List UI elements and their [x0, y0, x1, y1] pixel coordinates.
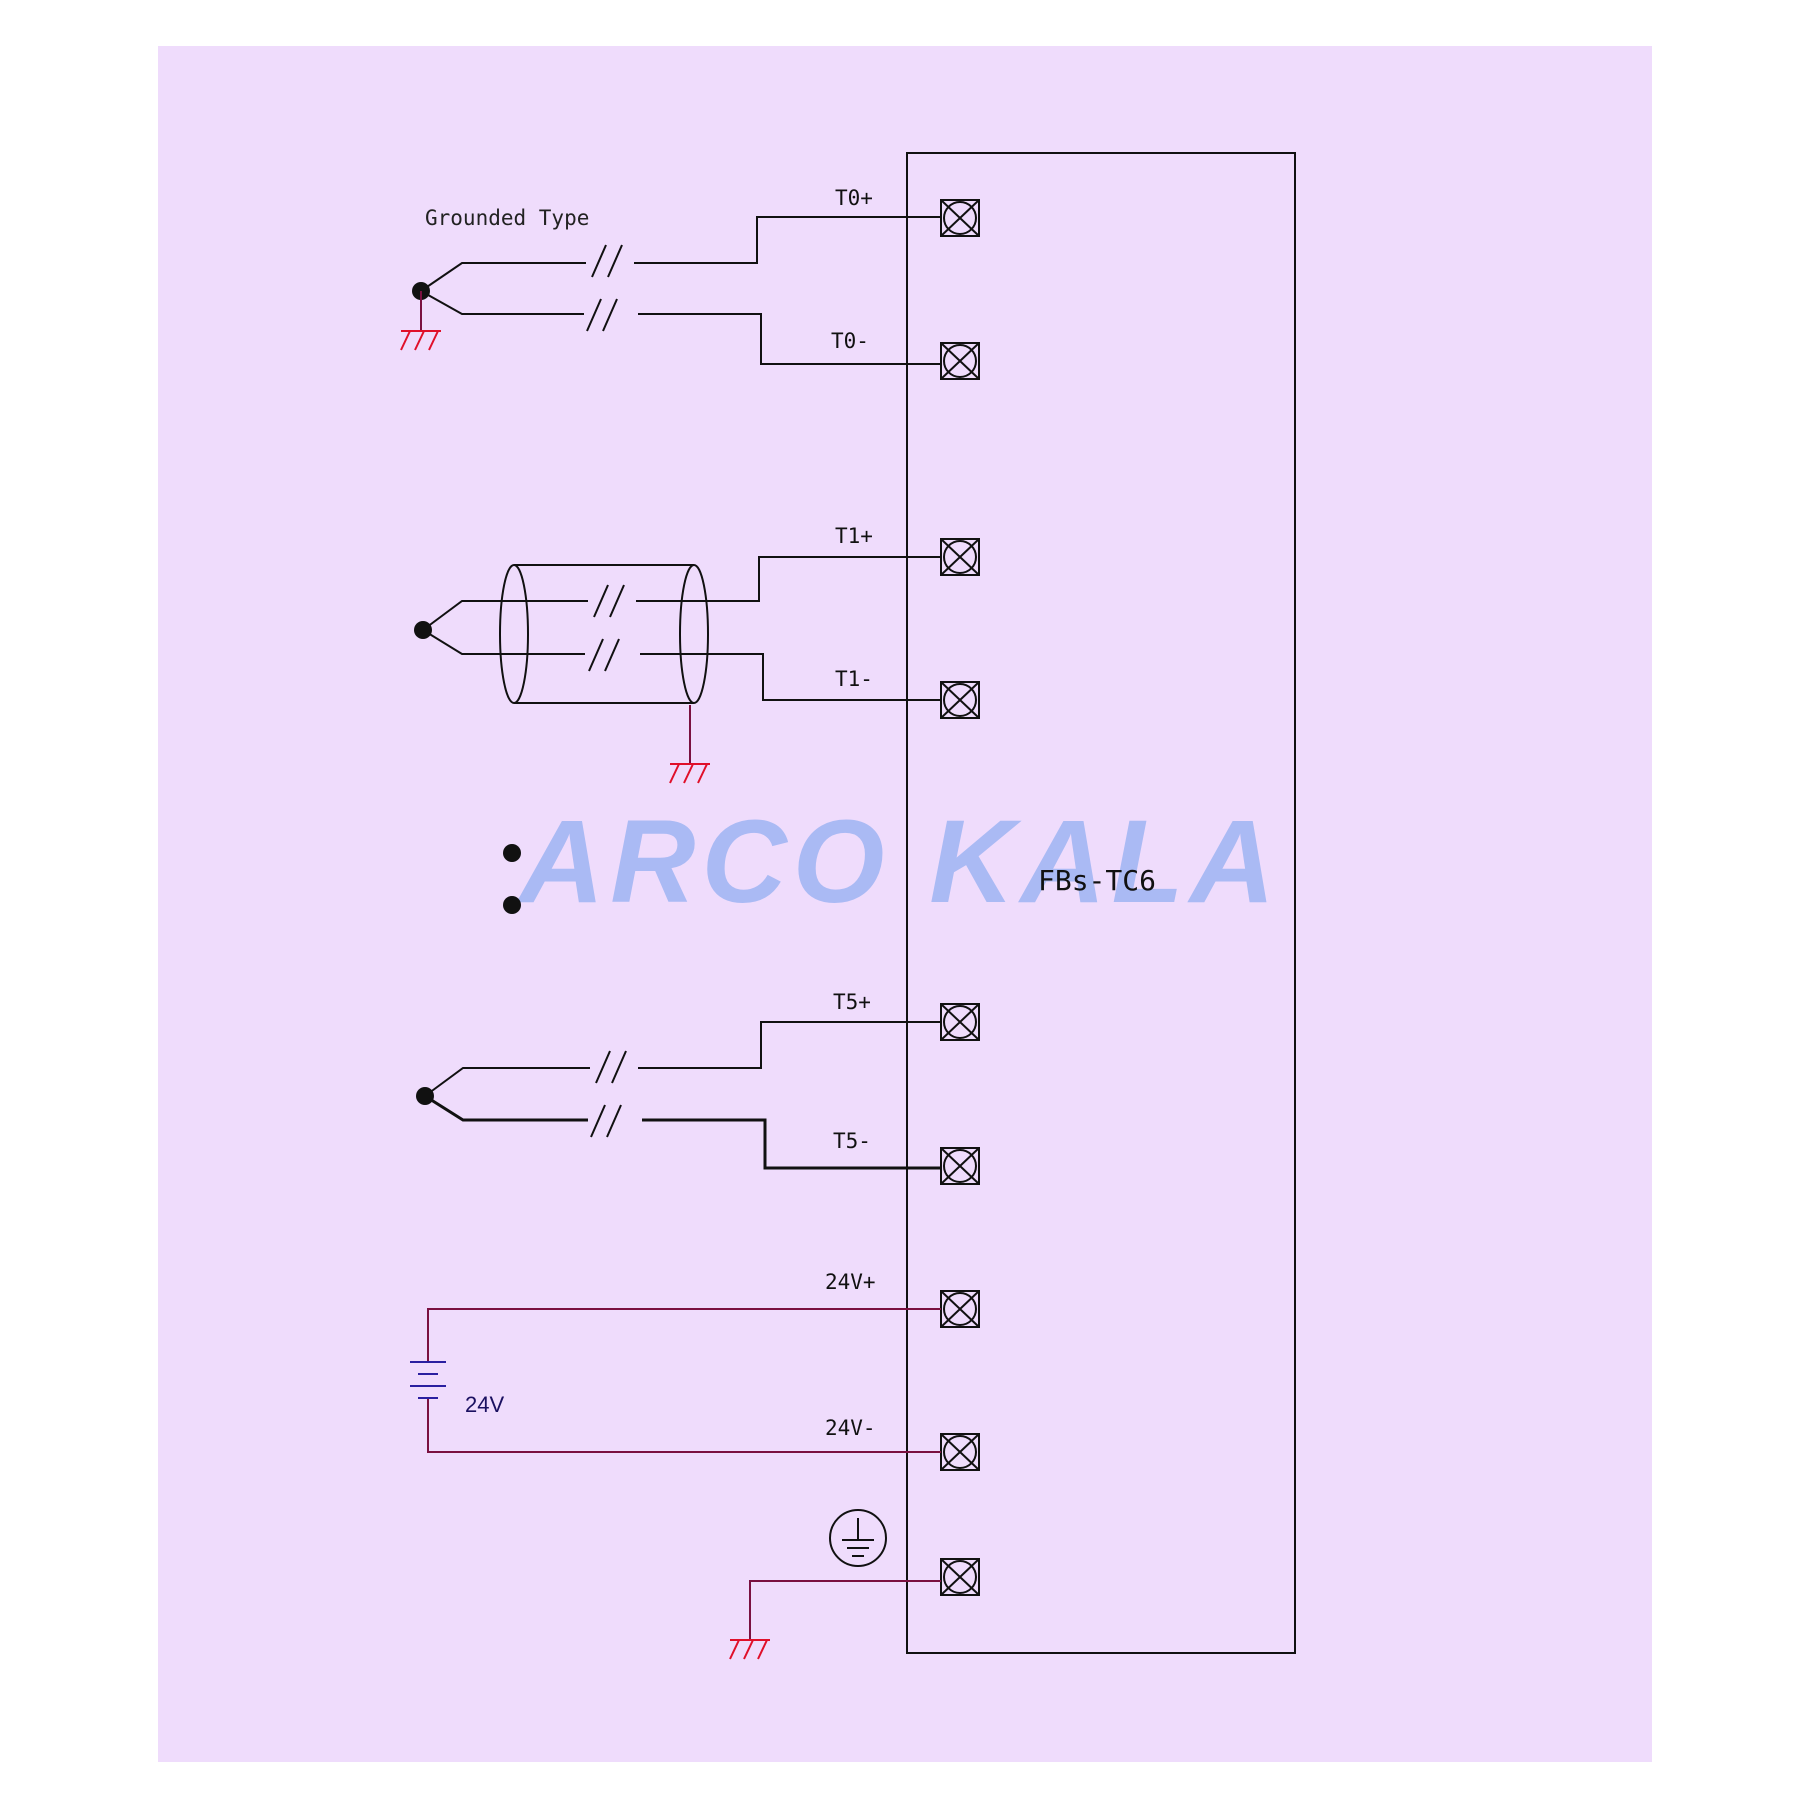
continuation-dot — [503, 844, 521, 862]
terminal-x-box-icon — [940, 342, 980, 380]
sensor-type-label: Grounded Type — [425, 206, 589, 230]
chassis-ground-icon — [400, 330, 441, 351]
wire-24v-minus — [427, 1398, 941, 1453]
wire-t0-plus — [420, 216, 941, 292]
module-outline — [906, 152, 1296, 1654]
battery-icon — [410, 1361, 446, 1399]
cable-break-icon — [588, 638, 620, 672]
channel-t0-wiring — [420, 216, 941, 365]
wire-t1-plus — [422, 556, 941, 631]
power-supply-wiring — [427, 1308, 941, 1453]
terminal-label-t0-plus: T0+ — [835, 186, 873, 210]
terminal-label-24v-plus: 24V+ — [825, 1270, 876, 1294]
terminal-x-box-icon — [940, 1147, 980, 1185]
wire-t5-minus — [424, 1094, 941, 1170]
continuation-dot — [503, 896, 521, 914]
earth-wire — [749, 1580, 941, 1640]
watermark: ARCO KALA — [516, 796, 1281, 928]
terminal-label-t0-minus: T0- — [831, 329, 869, 353]
terminal-label-24v-minus: 24V- — [825, 1416, 876, 1440]
protective-earth-icon — [829, 1509, 887, 1567]
terminal-label-t5-minus: T5- — [833, 1129, 871, 1153]
shielded-cable — [499, 564, 709, 704]
thermocouple-junction-icon — [416, 1087, 434, 1105]
channel-t5-wiring — [424, 1021, 941, 1170]
fbs-tc6-module: FBs-TC6 — [906, 152, 1296, 1654]
terminal-x-box-icon — [940, 1290, 980, 1328]
wire-t0-minus — [420, 290, 941, 365]
terminal-x-box-icon — [940, 1558, 980, 1596]
chassis-ground-icon — [729, 1639, 770, 1660]
terminal-label-t1-plus: T1+ — [835, 524, 873, 548]
terminal-label-t5-plus: T5+ — [833, 990, 871, 1014]
terminal-block — [940, 199, 980, 1596]
cable-break-icon — [591, 244, 623, 278]
wire-t1-minus — [422, 629, 941, 701]
cable-break-icon — [593, 584, 625, 618]
thermocouple-junction-icon — [414, 621, 432, 639]
terminal-x-box-icon — [940, 199, 980, 237]
wire-24v-plus — [427, 1308, 941, 1362]
cable-break-icon — [586, 298, 618, 332]
wire-t5-plus — [424, 1021, 941, 1097]
supply-voltage-label: 24V — [465, 1392, 504, 1417]
cable-break-icon — [590, 1104, 622, 1138]
channel-t1-wiring — [422, 556, 941, 704]
terminal-label-t1-minus: T1- — [835, 667, 873, 691]
chassis-ground-icon — [669, 763, 710, 784]
cable-break-icon — [595, 1050, 627, 1084]
module-label: FBs-TC6 — [1038, 864, 1156, 897]
